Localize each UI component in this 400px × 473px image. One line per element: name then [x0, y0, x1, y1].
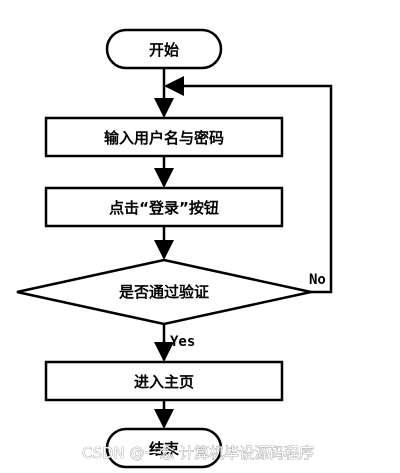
start-node: 开始: [105, 28, 223, 70]
verification-decision: 是否通过验证: [16, 258, 312, 326]
click-login-step: 点击“登录”按钮: [44, 186, 284, 228]
end-label: 结束: [149, 440, 180, 458]
no-label: No: [309, 272, 326, 288]
enter-homepage-step: 进入主页: [44, 360, 284, 402]
yes-label: Yes: [170, 334, 195, 350]
start-label: 开始: [149, 41, 179, 59]
enter-homepage-label: 进入主页: [134, 373, 194, 391]
end-node: 结束: [105, 427, 223, 469]
edge-no-loop: [164, 76, 333, 294]
input-credentials-label: 输入用户名与密码: [104, 129, 224, 147]
csdn-watermark: CSDN @一念 计算机毕设源码程序: [82, 444, 314, 462]
input-credentials-step: 输入用户名与密码: [44, 116, 284, 158]
click-login-label: 点击“登录”按钮: [109, 199, 219, 217]
decision-label: 是否通过验证: [118, 283, 209, 301]
